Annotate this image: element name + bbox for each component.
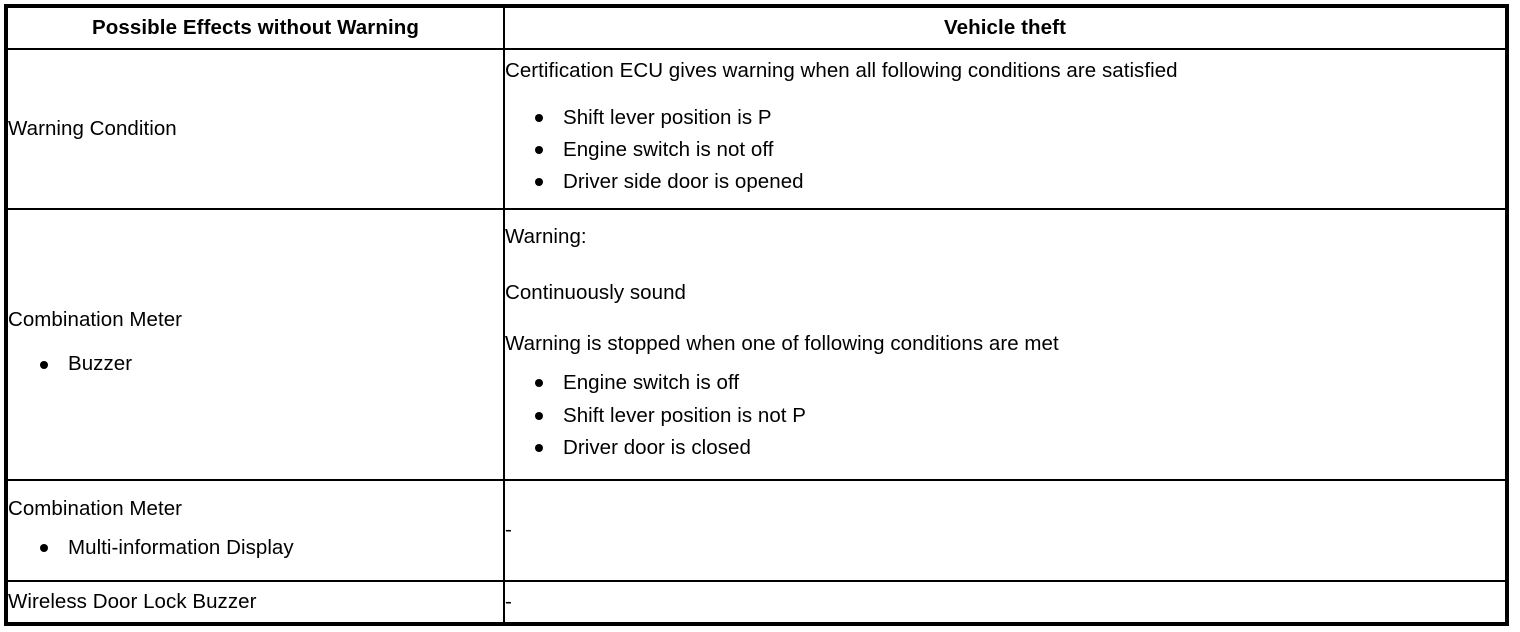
spacer (505, 356, 1505, 367)
list-item: Engine switch is off (505, 367, 1505, 399)
spacer (8, 521, 503, 532)
list-item: Shift lever position is P (505, 102, 1505, 134)
list-item: Driver door is closed (505, 432, 1505, 464)
combination-meter-buzzer-bullet-list: Buzzer (8, 348, 503, 380)
combination-meter-mid-bullet-list: Multi-information Display (8, 532, 503, 564)
cell-combination-meter-buzzer-detail: Warning: Continuously sound Warning is s… (503, 208, 1508, 481)
warning-label: Warning: (505, 224, 587, 248)
spacer (505, 305, 1505, 332)
cell-wireless-door-lock-buzzer-label: Wireless Door Lock Buzzer (5, 580, 505, 625)
list-item: Driver side door is opened (505, 166, 1505, 198)
row-title: Warning Condition (8, 116, 177, 140)
cell-warning-condition-detail: Certification ECU gives warning when all… (503, 48, 1508, 210)
warning-condition-bullet-list: Shift lever position is P Engine switch … (505, 102, 1505, 199)
row-title: Combination Meter (8, 308, 183, 332)
table-header: Possible Effects without Warning Vehicle… (5, 5, 1508, 50)
table-body: Warning Condition Certification ECU give… (5, 48, 1508, 625)
effects-table: Possible Effects without Warning Vehicle… (4, 4, 1509, 626)
table-row: Wireless Door Lock Buzzer - (5, 580, 1508, 625)
table-row: Combination Meter Buzzer Warning: Contin… (5, 208, 1508, 481)
warning-condition-intro: Certification ECU gives warning when all… (505, 59, 1178, 83)
header-row: Possible Effects without Warning Vehicle… (5, 5, 1508, 50)
warning-statement: Continuously sound (505, 280, 686, 304)
list-item: Buzzer (8, 348, 503, 380)
warning-stop-intro: Warning is stopped when one of following… (505, 332, 1059, 356)
header-possible-effects: Possible Effects without Warning (5, 5, 505, 50)
row-title: Combination Meter (8, 496, 183, 520)
spacer (505, 249, 1505, 281)
cell-warning-condition-label: Warning Condition (5, 48, 505, 210)
list-item: Shift lever position is not P (505, 400, 1505, 432)
list-item: Engine switch is not off (505, 134, 1505, 166)
cell-combination-meter-mid-detail: - (503, 479, 1508, 582)
warning-stop-bullet-list: Engine switch is off Shift lever positio… (505, 367, 1505, 464)
empty-value: - (505, 589, 512, 613)
cell-combination-meter-mid-label: Combination Meter Multi-information Disp… (5, 479, 505, 582)
table-row: Combination Meter Multi-information Disp… (5, 479, 1508, 582)
header-vehicle-theft: Vehicle theft (503, 5, 1508, 50)
cell-wireless-door-lock-buzzer-detail: - (503, 580, 1508, 625)
row-title: Wireless Door Lock Buzzer (8, 589, 257, 613)
cell-combination-meter-buzzer-label: Combination Meter Buzzer (5, 208, 505, 481)
table-row: Warning Condition Certification ECU give… (5, 48, 1508, 210)
spacer (8, 332, 503, 348)
list-item: Multi-information Display (8, 532, 503, 564)
empty-value: - (505, 518, 512, 542)
